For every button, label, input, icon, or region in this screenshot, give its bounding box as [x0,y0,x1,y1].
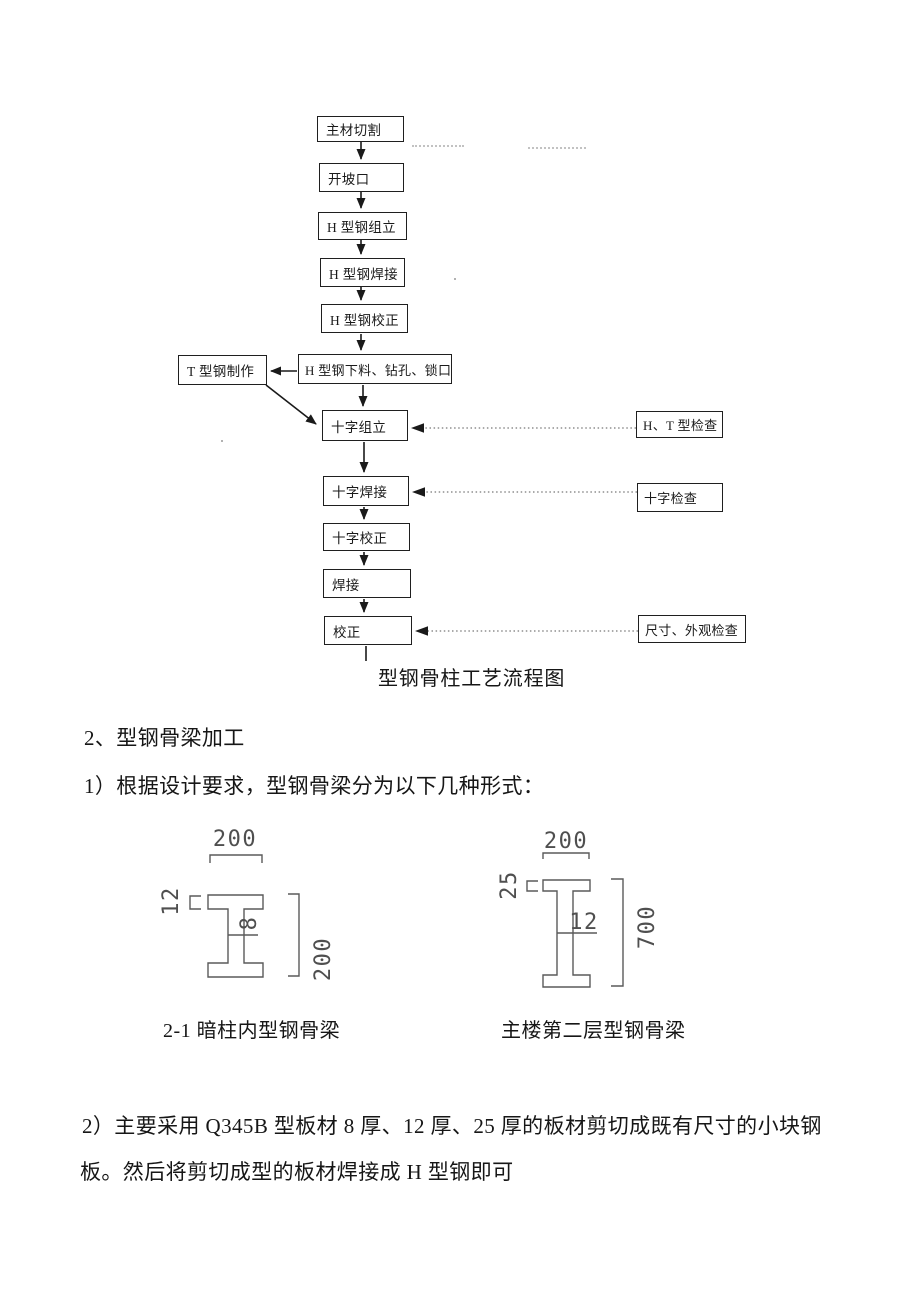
beam-left-flange-width-dim: 200 [213,827,257,852]
beam-left-flange-dim-bracket [189,895,201,910]
scan-artifact [528,147,586,149]
scan-artifact [412,145,464,147]
flow-node-label: 十字校正 [332,531,388,546]
flow-node-groove: 开坡口 [319,163,404,192]
flow-node-label: 开坡口 [328,171,370,187]
flow-node-ht-inspection: H、T 型检查 [636,411,723,438]
flow-node-welding: 焊接 [323,569,411,598]
beam-left-outline [189,854,300,978]
beam-left-web-thickness-dim: 8 [237,916,262,931]
scan-artifact [454,278,456,280]
arrowhead-into-crosswelding [412,487,425,497]
beam-left-section-height-dim: 200 [311,937,336,981]
flow-node-label: 十字焊接 [332,485,388,500]
flow-node-h-welding: H 型钢焊接 [320,258,405,287]
scan-artifact [221,440,223,442]
beam-left-flange-thickness-dim: 12 [159,886,184,916]
flow-node-label: H 型钢校正 [330,312,399,328]
flow-node-main-cut: 主材切割 [317,116,404,142]
beam-left-top-dim-bracket [209,854,263,863]
flow-node-h-assembly: H 型钢组立 [318,212,407,240]
flow-node-label: 主材切割 [326,123,382,138]
flow-node-label: H 型钢下料、钻孔、锁口 [305,362,452,378]
flow-node-label: 校正 [333,624,361,640]
flow-node-label: 焊接 [332,577,360,593]
beam-right-flange-thickness-dim: 25 [497,870,522,900]
flow-node-cross-welding: 十字焊接 [323,476,409,506]
flow-node-label: H、T 型检查 [643,418,718,433]
beam-right-outline [526,852,624,988]
flow-node-label: 尺寸、外观检查 [645,622,739,638]
beam-right-flange-dim-bracket [526,880,538,892]
arrow-tfabrication-crossassembly [265,384,317,425]
flow-node-label: 十字组立 [331,419,387,435]
beam-right-caption: 主楼第二层型钢骨梁 [501,1020,686,1042]
flow-node-h-cutting-drilling: H 型钢下料、钻孔、锁口 [298,354,452,384]
beam-right-top-dim-bracket [542,852,590,859]
beam-left-height-dim-bracket [288,893,300,977]
flow-node-t-fabrication: T 型钢制作 [178,355,267,385]
flow-node-h-correction: H 型钢校正 [321,304,408,333]
flow-node-cross-correction: 十字校正 [323,523,410,551]
flowchart-caption: 型钢骨柱工艺流程图 [378,668,566,690]
flow-node-label: H 型钢组立 [327,220,396,235]
paragraph-item1: 1）根据设计要求，型钢骨梁分为以下几种形式： [84,774,545,798]
section-heading: 2、型钢骨梁加工 [84,726,245,750]
flow-node-label: 十字检查 [644,491,698,506]
flow-node-cross-assembly: 十字组立 [322,410,408,441]
flow-node-cross-inspection: 十字检查 [637,483,723,512]
beam-section-diagrams: 200 12 8 200 200 25 12 700 [159,827,660,988]
arrowhead-into-crossassembly [411,423,424,433]
paragraph-item2-line2: 板。然后将剪切成型的板材焊接成 H 型钢即可 [80,1160,514,1184]
beam-right-section-height-dim: 700 [635,905,660,949]
beam-right-web-thickness-dim: 12 [569,910,599,935]
beam-right-height-dim-bracket [611,878,624,987]
beam-right-ishape [542,879,591,988]
flow-node-label: T 型钢制作 [187,364,255,379]
flow-node-size-appearance-inspection: 尺寸、外观检查 [638,615,746,643]
beam-right-flange-width-dim: 200 [544,829,588,854]
beam-left-caption: 2-1 暗柱内型钢骨梁 [163,1020,341,1042]
flow-node-label: H 型钢焊接 [329,266,398,282]
arrowhead-into-correction [415,626,428,636]
paragraph-item2-line1: 2）主要采用 Q345B 型板材 8 厚、12 厚、25 厚的板材剪切成既有尺寸… [82,1114,822,1138]
beam-left-ishape [207,894,264,978]
flow-node-correction: 校正 [324,616,412,645]
